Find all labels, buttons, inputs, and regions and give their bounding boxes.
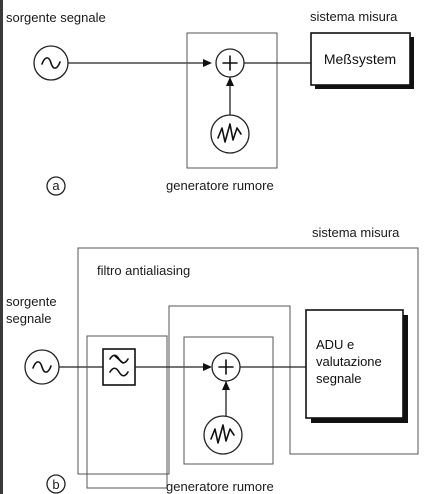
measurement-block-a: Meßsystem bbox=[310, 32, 414, 89]
marker-a-label: a bbox=[52, 178, 60, 193]
measurement-label: Meßsystem bbox=[324, 51, 396, 67]
adu-label-1: ADU e bbox=[316, 337, 354, 352]
lowpass-filter-icon bbox=[102, 348, 136, 386]
sine-source-icon bbox=[33, 45, 69, 81]
adu-block-b: ADU e valutazione segnale bbox=[305, 309, 408, 423]
marker-b: b bbox=[46, 474, 66, 494]
adu-label-2: valutazione bbox=[316, 354, 382, 369]
source-label-a: sorgente segnale bbox=[6, 10, 106, 25]
arrow-into-adder-b bbox=[203, 363, 212, 371]
plus-summing-icon-b bbox=[211, 352, 241, 382]
diagram-a: sorgente segnale sistema misura bbox=[6, 9, 414, 196]
system-label-a: sistema misura bbox=[310, 9, 398, 24]
system-frame-b bbox=[77, 247, 419, 475]
arrow-into-adder-a bbox=[203, 59, 212, 67]
marker-b-label: b bbox=[52, 477, 59, 492]
adu-label-3: segnale bbox=[316, 371, 362, 386]
filter-label-b: filtro antialiasing bbox=[97, 263, 190, 278]
marker-a: a bbox=[46, 176, 66, 196]
edge-strip bbox=[0, 0, 3, 494]
arrow-noise-b bbox=[222, 381, 230, 390]
filter-frame-b bbox=[86, 335, 168, 489]
plus-summing-icon bbox=[215, 48, 245, 78]
sine-source-icon-b bbox=[24, 349, 60, 385]
noise-frame-b bbox=[183, 336, 274, 465]
arrow-noise-a bbox=[226, 77, 234, 86]
noise-generator-icon-b bbox=[203, 415, 243, 455]
source-label-b2: segnale bbox=[6, 311, 52, 326]
noise-label-b: generatore rumore bbox=[166, 479, 274, 494]
noise-frame-a bbox=[186, 32, 278, 169]
noise-generator-icon bbox=[210, 114, 250, 154]
source-label-b1: sorgente bbox=[6, 294, 57, 309]
system-label-b: sistema misura bbox=[312, 225, 400, 240]
noise-label-a: generatore rumore bbox=[166, 178, 274, 193]
diagram-b: sistema misura filtro antialiasing sorge… bbox=[6, 225, 419, 494]
